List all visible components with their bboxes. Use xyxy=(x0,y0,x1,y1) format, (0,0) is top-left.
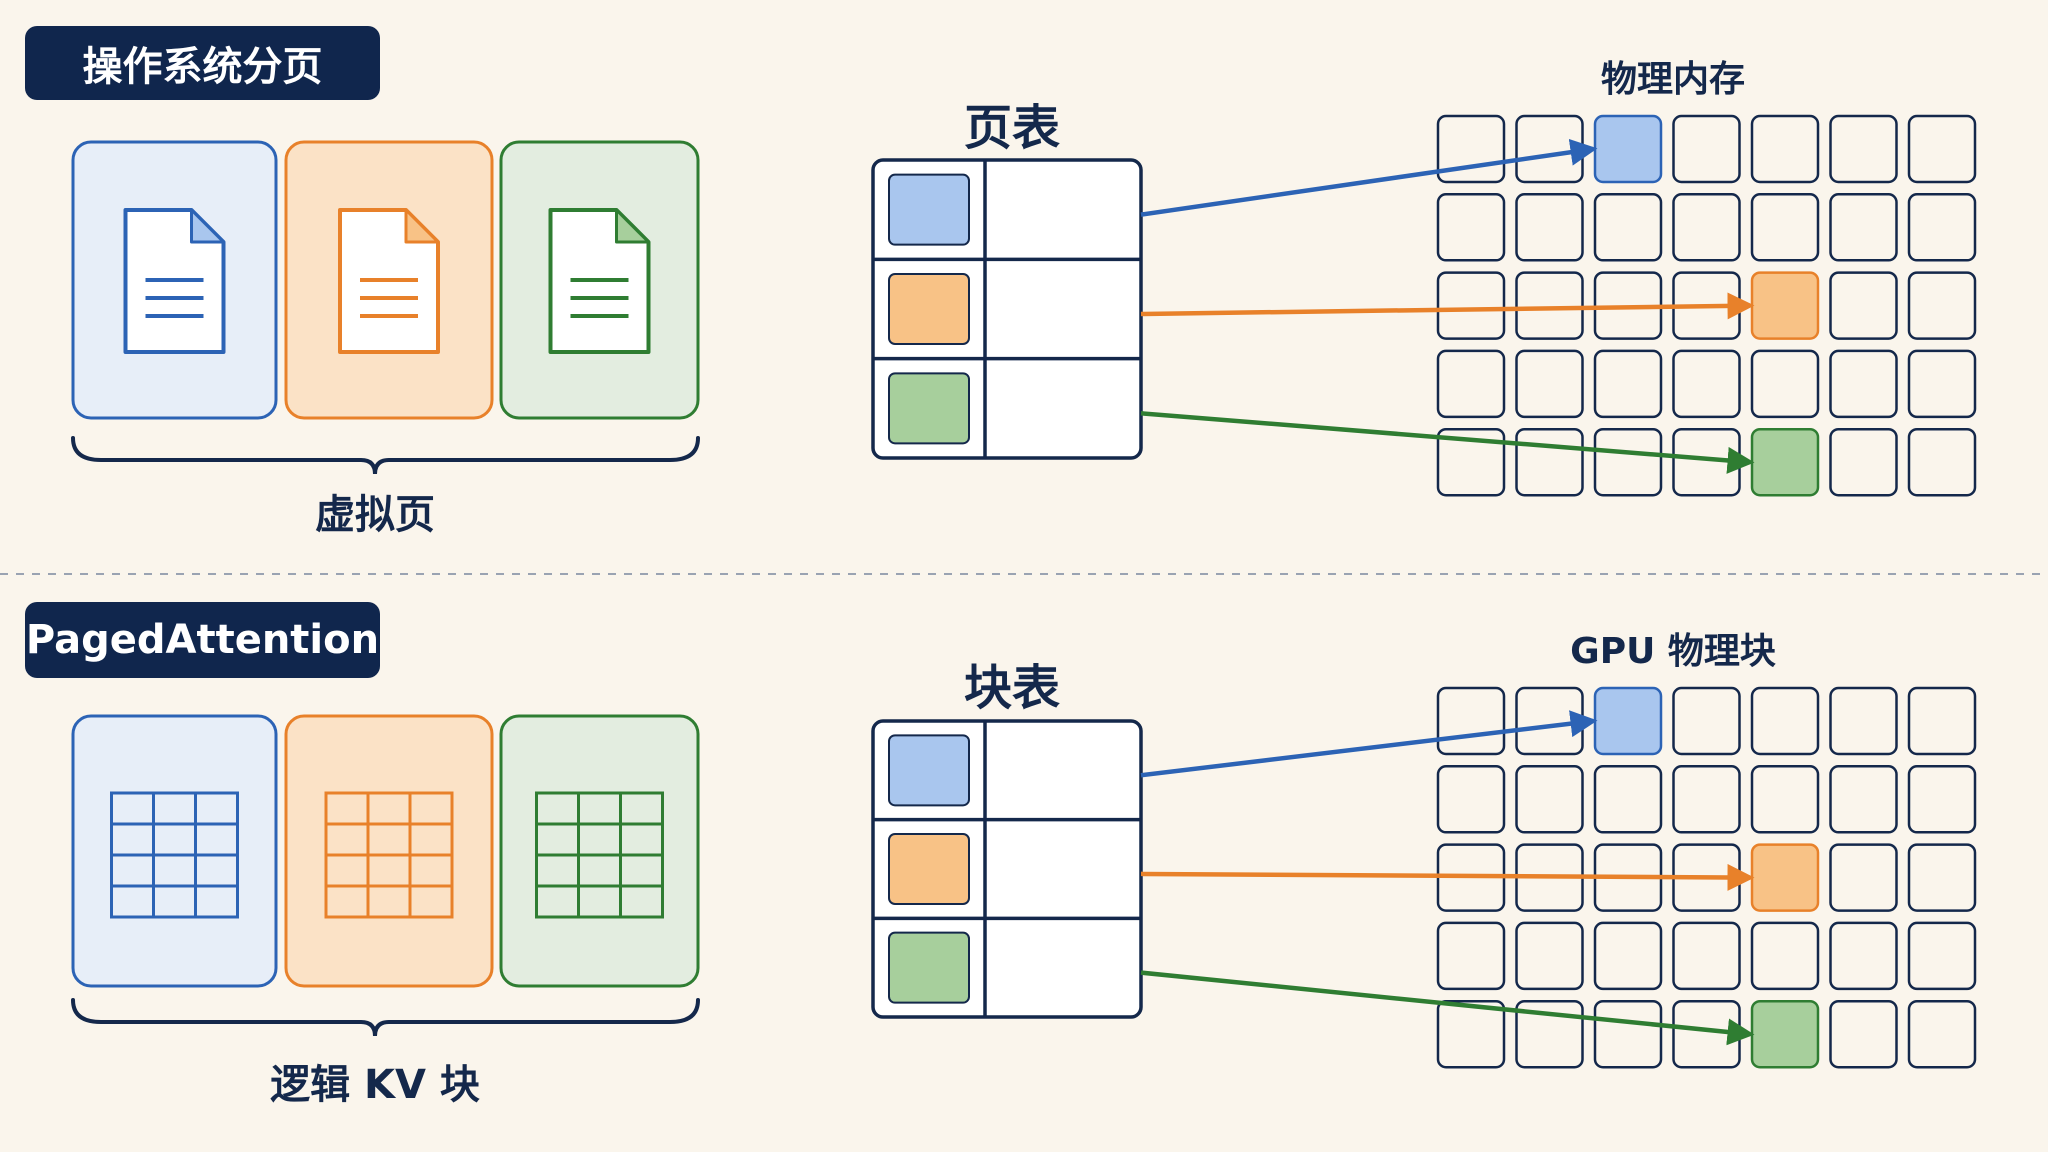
physical-block xyxy=(1907,843,1977,912)
physical-block xyxy=(1515,427,1584,497)
physical-block xyxy=(1672,193,1741,262)
gpu-physical-block-title: GPU 物理块 xyxy=(1570,631,1776,672)
os-section xyxy=(71,114,1977,497)
document-fold xyxy=(404,208,440,244)
physical-block xyxy=(1436,193,1506,262)
physical-block xyxy=(1593,427,1663,497)
document-fold xyxy=(190,208,225,244)
blue-table-entry xyxy=(888,734,970,807)
mapped-physical-block xyxy=(1593,686,1663,756)
green-card xyxy=(499,714,700,988)
blue-mapping-arrow xyxy=(1140,710,1598,778)
physical-block xyxy=(1750,349,1820,419)
physical-block xyxy=(1515,114,1584,184)
physical-block xyxy=(1829,843,1898,912)
physical-block xyxy=(1907,686,1977,756)
physical-block xyxy=(1515,765,1584,834)
physical-block xyxy=(1436,427,1506,497)
curly-brace xyxy=(71,436,700,475)
mapped-physical-block xyxy=(1750,271,1820,340)
page-table-title: 页表 xyxy=(963,100,1060,156)
orange-table-entry xyxy=(888,273,970,345)
physical-block xyxy=(1593,999,1663,1069)
physical-block xyxy=(1750,114,1820,184)
physical-block xyxy=(1907,271,1977,340)
physical-block xyxy=(1750,765,1820,834)
physical-block xyxy=(1672,686,1741,756)
physical-block xyxy=(1829,349,1898,419)
physical-block xyxy=(1515,271,1584,340)
physical-block xyxy=(1829,921,1898,991)
block-table-title: 块表 xyxy=(963,660,1060,716)
physical-block xyxy=(1907,427,1977,497)
physical-block xyxy=(1750,193,1820,262)
physical-block xyxy=(1436,999,1506,1069)
physical-block xyxy=(1829,427,1898,497)
physical-block xyxy=(1672,921,1741,991)
green-mapping-arrow xyxy=(1140,411,1755,474)
physical-memory-title: 物理内存 xyxy=(1600,59,1745,100)
physical-block xyxy=(1907,349,1977,419)
physical-block xyxy=(1907,193,1977,262)
physical-block xyxy=(1593,193,1663,262)
physical-block xyxy=(1750,686,1820,756)
physical-block xyxy=(1593,921,1663,991)
orange-mapping-arrow xyxy=(1140,292,1755,320)
blue-mapping-arrow xyxy=(1140,138,1598,217)
physical-block xyxy=(1907,114,1977,184)
orange-mapping-arrow xyxy=(1140,863,1755,891)
physical-block xyxy=(1829,271,1898,340)
physical-block xyxy=(1436,921,1506,991)
paged-attention-badge: PagedAttention xyxy=(25,602,380,678)
mapped-physical-block xyxy=(1750,843,1820,912)
physical-block xyxy=(1593,349,1663,419)
physical-block xyxy=(1829,114,1898,184)
physical-block xyxy=(1907,921,1977,991)
green-table-entry xyxy=(888,372,970,445)
blue-card xyxy=(71,714,278,988)
physical-block xyxy=(1907,765,1977,834)
logical-kv-block-caption: 逻辑 KV 块 xyxy=(270,1062,480,1108)
mapped-physical-block xyxy=(1750,999,1820,1069)
physical-block xyxy=(1515,193,1584,262)
physical-block xyxy=(1829,686,1898,756)
physical-block xyxy=(1829,999,1898,1069)
physical-block xyxy=(1672,349,1741,419)
paged-section xyxy=(71,686,1977,1069)
physical-block xyxy=(1436,349,1506,419)
physical-block xyxy=(1515,349,1584,419)
orange-card xyxy=(284,714,494,988)
physical-block xyxy=(1593,765,1663,834)
physical-block xyxy=(1829,193,1898,262)
os-paging-badge: 操作系统分页 xyxy=(25,26,380,100)
mapped-physical-block xyxy=(1750,427,1820,497)
physical-block xyxy=(1672,114,1741,184)
curly-brace xyxy=(71,998,700,1037)
physical-block xyxy=(1436,765,1506,834)
physical-block xyxy=(1750,921,1820,991)
virtual-page-caption: 虚拟页 xyxy=(315,492,435,538)
green-mapping-arrow xyxy=(1140,970,1755,1046)
physical-block xyxy=(1436,686,1506,756)
mapped-physical-block xyxy=(1593,114,1663,184)
physical-block xyxy=(1672,765,1741,834)
physical-block xyxy=(1829,765,1898,834)
physical-block xyxy=(1436,271,1506,340)
physical-grid xyxy=(1436,114,1977,497)
physical-block xyxy=(1515,921,1584,991)
orange-table-entry xyxy=(888,833,970,905)
blue-table-entry xyxy=(888,173,970,246)
document-fold xyxy=(615,208,650,244)
green-table-entry xyxy=(888,931,970,1004)
physical-block xyxy=(1515,686,1584,756)
physical-block xyxy=(1907,999,1977,1069)
